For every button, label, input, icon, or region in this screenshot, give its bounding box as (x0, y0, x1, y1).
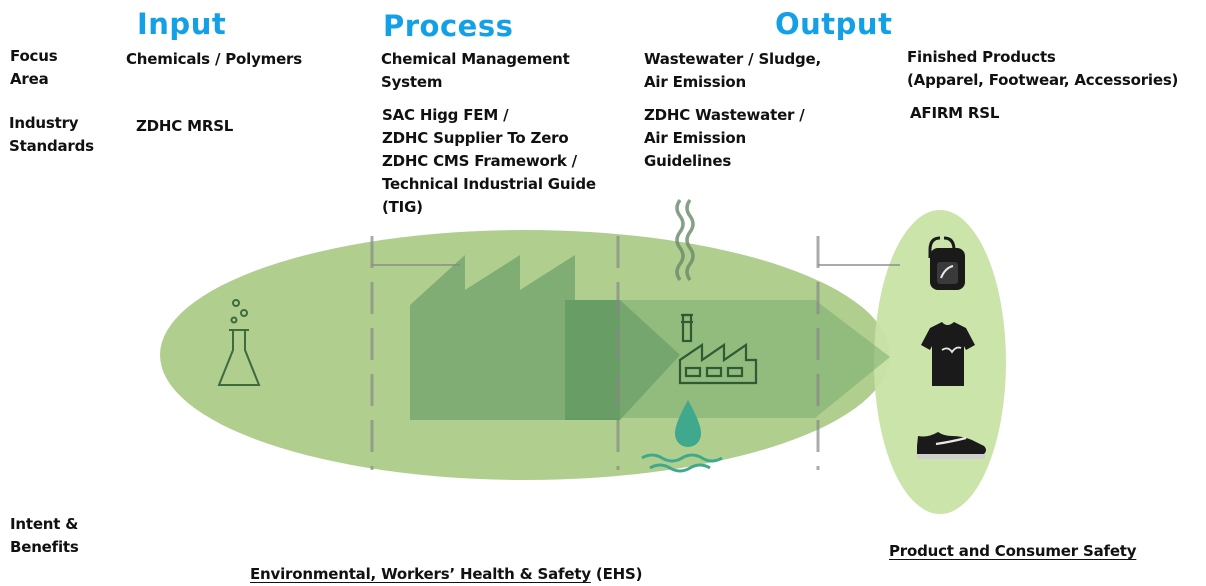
header-output: Output (775, 7, 893, 41)
row-label-intent-benefits: Intent & Benefits (10, 515, 79, 556)
water-waves-icon (641, 453, 723, 473)
standard-input: ZDHC MRSL (136, 117, 234, 135)
row-label-industry-standards: Industry Standards (9, 114, 94, 155)
tshirt-icon (921, 322, 975, 386)
flask-icon (217, 299, 261, 386)
intent-product-safety: Product and Consumer Safety (889, 542, 1137, 560)
header-process: Process (383, 9, 514, 43)
sneaker-icon (917, 432, 986, 459)
focus-input: Chemicals / Polymers (126, 50, 302, 68)
process-arrow-dark (565, 300, 680, 420)
intent-ehs-underlined: Environmental, Workers’ Health & Safety (250, 565, 591, 583)
focus-wastewater: Wastewater / Sludge, Air Emission (644, 50, 822, 91)
row-label-focus-area: Focus Area (10, 47, 58, 88)
factory-icon (678, 313, 758, 385)
wavy-emission-icon (675, 198, 695, 282)
standard-wastewater: ZDHC Wastewater / Air Emission Guideline… (644, 106, 805, 170)
intent-ehs: Environmental, Workers’ Health & Safety … (250, 540, 642, 586)
backpack-icon (928, 236, 965, 290)
focus-products: Finished Products (Apparel, Footwear, Ac… (907, 48, 1179, 89)
standard-products: AFIRM RSL (910, 104, 1000, 122)
standard-process: SAC Higg FEM / ZDHC Supplier To Zero ZDH… (382, 106, 596, 216)
focus-process: Chemical Management System (381, 50, 570, 91)
header-input: Input (137, 7, 227, 41)
flow-arrow (565, 300, 890, 418)
water-drop-icon (675, 400, 701, 447)
process-flow-graphic (160, 198, 1006, 514)
intent-ehs-suffix: (EHS) (590, 565, 643, 583)
